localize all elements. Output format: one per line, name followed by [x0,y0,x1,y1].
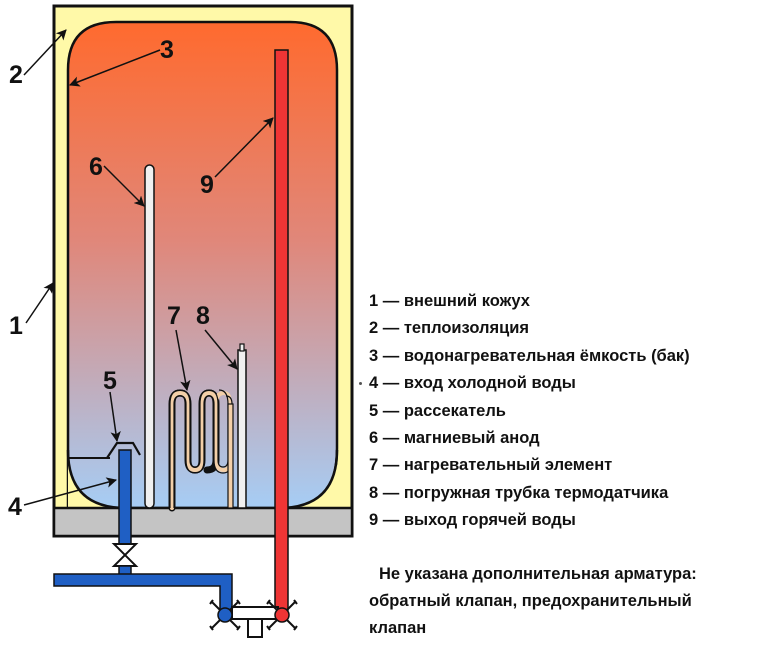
thermostat-sensor-cap [239,343,245,352]
legend-item-1: 1 — внешний кожух [369,292,530,310]
callout-arrow-1 [25,282,54,324]
hot-tap-valve [266,599,298,631]
mixer-body [231,606,279,620]
callout-arrow-9 [214,117,274,178]
callout-label-9: 9 [200,171,214,199]
callout-label-2: 2 [9,61,23,89]
diffuser [106,441,141,459]
callout-arrow-2 [23,29,67,76]
cold-shutoff-valve [111,543,139,567]
callout-label-7: 7 [167,302,181,330]
callout-label-8: 8 [196,302,210,330]
callout-arrow-6 [103,165,145,207]
legend-item-8: 8 — погружная трубка термодатчика [369,483,669,502]
magnesium-anode [144,164,155,509]
legend-item-2: 2 — теплоизоляция [369,319,530,338]
callout-arrow-4 [23,477,118,506]
legend-item-4: 4 — вход холодной воды [369,374,576,393]
legend-item-5: 5 — рассекатель [369,401,506,420]
heating-element-inner [170,390,232,510]
callout-arrow-7 [175,329,191,392]
heating-element-leg-right [227,403,234,509]
legend: 1 — внешний кожух 2 — теплоизоляция 3 — … [369,288,690,535]
callout-arrow-5 [109,391,121,443]
callout-label-3: 3 [160,36,174,64]
legend-item-7: 7 — нагревательный элемент [369,456,613,475]
callout-arrow-8 [204,329,238,370]
legend-item-6: 6 — магниевый анод [369,429,540,448]
legend-item-3: 3 — водонагревательная ёмкость (бак) [369,346,690,365]
footnote-line-2: обратный клапан, предохранительный [369,592,692,610]
base-plate [52,506,354,538]
callout-arrow-3 [69,49,161,87]
hot-water-outlet-pipe [274,49,289,611]
cold-water-supply-line [53,573,233,611]
legend-item-9: 9 — выход горячей воды [369,511,576,530]
footnote-line-1: Не указана дополнительная арматура: [379,565,697,583]
callout-label-5: 5 [103,367,117,395]
callout-label-1: 1 [9,312,23,340]
thermostat-sensor-tube [237,349,247,509]
footnote: Не указана дополнительная арматура: обра… [369,561,764,642]
footnote-line-3: клапан [369,619,427,637]
stray-dot [359,382,362,385]
callout-label-6: 6 [89,153,103,181]
callout-label-4: 4 [8,493,22,521]
cold-water-inlet-pipe [118,449,132,549]
cold-tap-valve [209,599,241,631]
mixer-spout [247,618,263,638]
